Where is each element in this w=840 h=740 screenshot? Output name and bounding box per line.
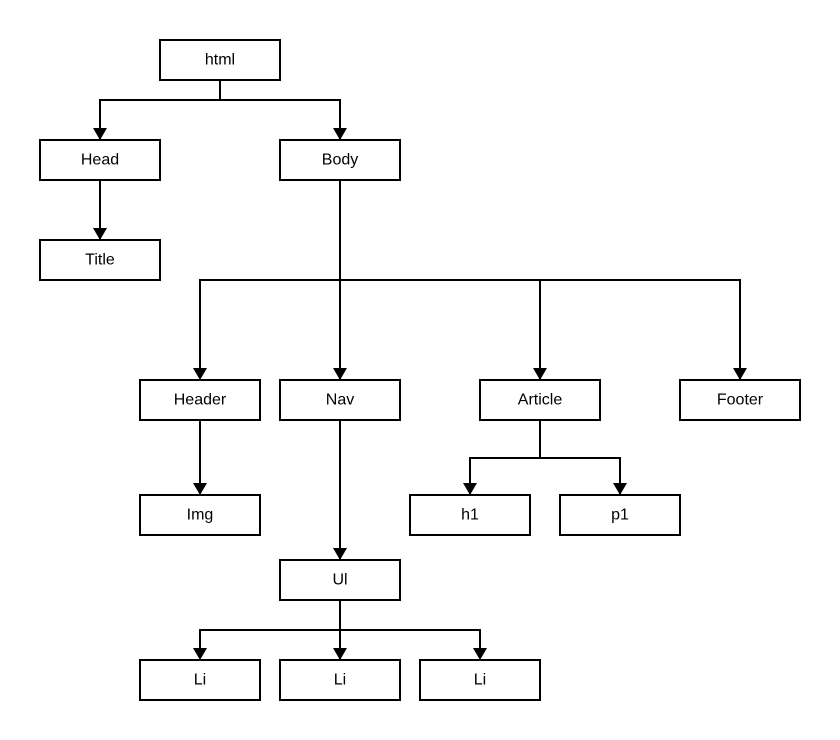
node-li-2: Li (279, 659, 401, 701)
node-label: Li (194, 672, 206, 689)
node-img: Img (139, 494, 261, 536)
nodes: html Head Body Title Header Nav Article (39, 39, 801, 701)
node-label: Ul (332, 572, 347, 589)
node-label: Header (174, 392, 227, 409)
edges (93, 80, 747, 660)
node-label: Li (474, 672, 486, 689)
node-li-1: Li (139, 659, 261, 701)
node-body: Body (279, 139, 401, 181)
edge-body-footer (339, 180, 747, 380)
node-label: Img (187, 507, 214, 524)
node-footer: Footer (679, 379, 801, 421)
node-label: Li (334, 672, 346, 689)
node-header: Header (139, 379, 261, 421)
node-label: Body (322, 152, 358, 169)
edge-ul-li-1 (193, 600, 341, 660)
node-label: h1 (461, 507, 479, 524)
node-li-3: Li (419, 659, 541, 701)
edge-html-head (93, 80, 221, 140)
edge-article-h1 (463, 420, 541, 495)
node-label: Footer (717, 392, 764, 409)
edge-body-header (193, 180, 341, 380)
node-h1: h1 (409, 494, 531, 536)
node-head: Head (39, 139, 161, 181)
node-ul: Ul (279, 559, 401, 601)
node-nav: Nav (279, 379, 401, 421)
node-html: html (159, 39, 281, 81)
edge-article-p1 (539, 420, 627, 495)
node-p1: p1 (559, 494, 681, 536)
node-label: Article (518, 392, 563, 409)
node-label: Head (81, 152, 119, 169)
edge-html-body (219, 80, 347, 140)
edge-ul-li-3 (339, 600, 487, 660)
node-label: Title (85, 252, 115, 269)
node-label: Nav (326, 392, 354, 409)
node-title: Title (39, 239, 161, 281)
node-label: p1 (611, 507, 629, 524)
node-article: Article (479, 379, 601, 421)
node-label: html (205, 52, 235, 69)
